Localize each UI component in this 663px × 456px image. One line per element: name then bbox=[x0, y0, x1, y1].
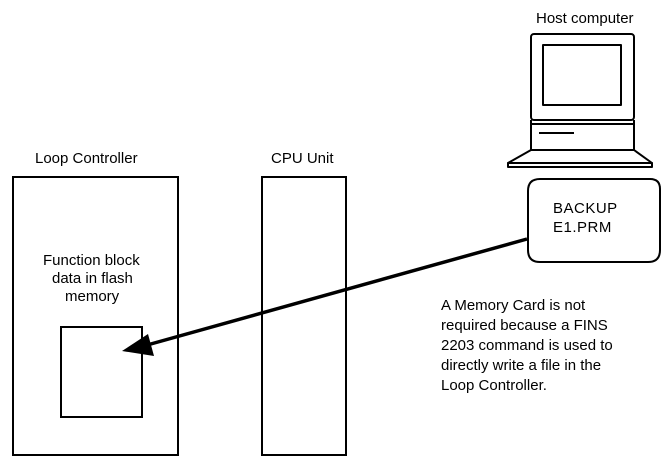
function-block-text-line-1: Function block bbox=[43, 252, 140, 269]
cpu-unit-label: CPU Unit bbox=[271, 150, 334, 167]
note-line-2: required because a FINS bbox=[441, 317, 608, 334]
file-bubble bbox=[527, 178, 661, 263]
file-text-line-2: E1.PRM bbox=[553, 219, 612, 236]
host-computer-label: Host computer bbox=[536, 10, 634, 27]
note-line-4: directly write a file in the bbox=[441, 357, 602, 374]
host-computer-icon bbox=[507, 33, 653, 168]
note-line-3: 2203 command is used to bbox=[441, 337, 613, 354]
file-text-line-1: BACKUP bbox=[553, 200, 618, 217]
loop-controller-label: Loop Controller bbox=[35, 150, 138, 167]
note-line-5: Loop Controller. bbox=[441, 377, 547, 394]
function-block-text-line-2: data in flash bbox=[52, 270, 133, 287]
function-block-text-line-3: memory bbox=[65, 288, 120, 305]
cpu-unit-box bbox=[261, 176, 347, 456]
note-line-1: A Memory Card is not bbox=[441, 297, 586, 314]
diagram-graphics bbox=[122, 33, 661, 356]
flash-memory-box bbox=[60, 326, 143, 418]
write-arrow bbox=[122, 237, 528, 356]
